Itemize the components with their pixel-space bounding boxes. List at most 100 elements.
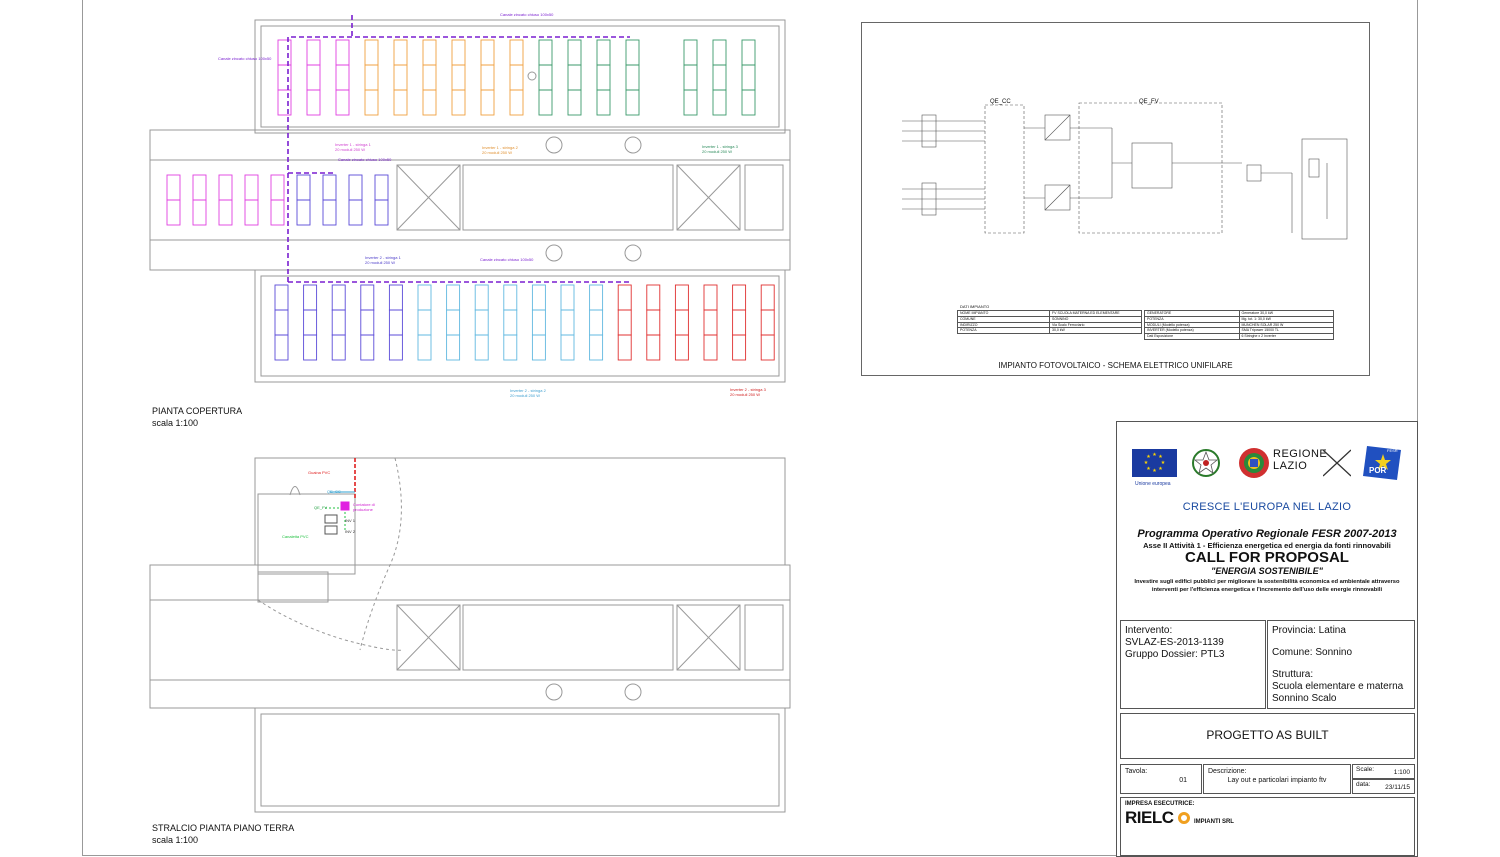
pv-module — [674, 334, 689, 361]
pv-module — [274, 309, 289, 336]
pv-module — [331, 309, 346, 336]
pv-module — [192, 174, 207, 201]
pv-module — [760, 334, 775, 361]
roof-block-north — [254, 19, 786, 134]
label-inv1: INV 1 — [345, 518, 356, 523]
pv-module — [277, 89, 292, 116]
pv-module — [218, 199, 233, 226]
pv-module — [417, 284, 432, 311]
pv-module — [393, 64, 408, 91]
pv-module — [589, 334, 604, 361]
comune: Comune: Sonnino — [1272, 647, 1353, 658]
gruppo-dossier: Gruppo Dossier: PTL3 — [1125, 649, 1225, 660]
pv-module — [625, 39, 640, 66]
schematic-qe-fv: QE_FV — [1139, 99, 1159, 105]
pv-module — [270, 174, 285, 201]
roof-corridor-2 — [149, 239, 791, 271]
pv-module — [331, 334, 346, 361]
scale-label: Scale: — [1356, 766, 1375, 773]
tavola-value: 01 — [1179, 777, 1187, 784]
scale-box: Scale: 1:100 — [1352, 764, 1415, 779]
pv-module — [360, 309, 375, 336]
pv-module — [741, 64, 756, 91]
pv-module — [322, 174, 337, 201]
programma-title: Programma Operativo Regionale FESR 2007-… — [1137, 528, 1397, 540]
annotation-inverter-2-1: Inverter 2 - stringa 1 20 moduli 250 W — [365, 255, 401, 265]
dati-value: 30,0 kW — [1049, 327, 1142, 335]
pv-module — [306, 64, 321, 91]
pv-module — [617, 284, 632, 311]
pv-module — [560, 334, 575, 361]
pv-module — [422, 39, 437, 66]
rielco-wordmark: RIELC — [1125, 808, 1174, 827]
pv-module — [348, 199, 363, 226]
pv-module — [538, 39, 553, 66]
annotation-cable-3: Canale zincato chiuso 100x50 — [338, 157, 392, 162]
pv-module — [646, 334, 661, 361]
pv-module — [732, 334, 747, 361]
pv-module — [451, 39, 466, 66]
pv-module — [683, 64, 698, 91]
pv-module — [480, 89, 495, 116]
pv-module — [560, 284, 575, 311]
dati-key: POTENZA — [957, 327, 1050, 335]
pv-module — [364, 39, 379, 66]
pv-module — [646, 309, 661, 336]
pv-module — [303, 284, 318, 311]
pv-module — [388, 284, 403, 311]
struttura-line2: Sonnino Scalo — [1272, 693, 1337, 704]
pv-module — [617, 309, 632, 336]
svg-text:★: ★ — [1161, 460, 1166, 466]
regione-label: REGIONE — [1273, 448, 1328, 460]
impresa-box: IMPRESA ESECUTRICE: RIELC IMPIANTI SRL — [1120, 797, 1415, 856]
progetto-as-built: PROGETTO AS BUILT — [1120, 713, 1415, 759]
label-guaina: Guaina PVC — [308, 470, 331, 475]
label-contatore: Contatore di produzione — [353, 502, 375, 512]
annotation-inverter-1-1: Inverter 1 - stringa 1 20 moduli 250 W — [335, 142, 371, 152]
pv-module — [335, 89, 350, 116]
pv-module — [335, 39, 350, 66]
pv-module — [393, 89, 408, 116]
pv-module — [277, 39, 292, 66]
pv-module — [560, 309, 575, 336]
pv-module — [303, 309, 318, 336]
impianti-srl: IMPIANTI SRL — [1193, 819, 1234, 825]
pv-module — [589, 284, 604, 311]
pv-module — [596, 39, 611, 66]
pv-module — [360, 284, 375, 311]
annotation-cable-2: Canale zincato chiuso 100x50 — [218, 56, 272, 61]
pv-module — [374, 174, 389, 201]
pv-module — [244, 174, 259, 201]
roof-corridor-1 — [149, 129, 791, 161]
rielco-o-icon — [1177, 812, 1190, 824]
pv-module — [503, 334, 518, 361]
pv-module — [388, 309, 403, 336]
title-block: ★★★ ★★★ ★★ Unione europea REGIONE LAZIO — [1116, 421, 1418, 857]
pv-module — [166, 199, 181, 226]
fesr-label: FESR — [1387, 448, 1398, 453]
pv-module — [446, 309, 461, 336]
investire-text: Investire sugli edifici pubblici per mig… — [1134, 579, 1400, 585]
pv-module — [538, 64, 553, 91]
pv-module — [393, 39, 408, 66]
annotation-inverter-2-3: Inverter 2 - stringa 3 20 moduli 250 W — [730, 387, 766, 397]
pv-module — [732, 284, 747, 311]
single-line-diagram — [902, 102, 1348, 240]
dati-key: Dati Esposizione — [1144, 333, 1240, 340]
svg-text:★: ★ — [1158, 454, 1163, 460]
struttura-label: Struttura: — [1272, 669, 1314, 680]
regione-lazio-wordmark: REGIONE LAZIO — [1273, 448, 1351, 478]
pv-module — [331, 284, 346, 311]
pv-module — [703, 309, 718, 336]
pv-module — [296, 199, 311, 226]
tavola-box: Tavola: 01 — [1120, 764, 1202, 794]
svg-text:★: ★ — [1146, 454, 1151, 460]
pv-module — [360, 334, 375, 361]
annotation-cable-4: Canale zincato chiuso 100x50 — [480, 257, 534, 262]
pv-module — [166, 174, 181, 201]
pv-module — [388, 334, 403, 361]
pv-module — [270, 199, 285, 226]
pv-module — [712, 39, 727, 66]
pv-module — [760, 309, 775, 336]
